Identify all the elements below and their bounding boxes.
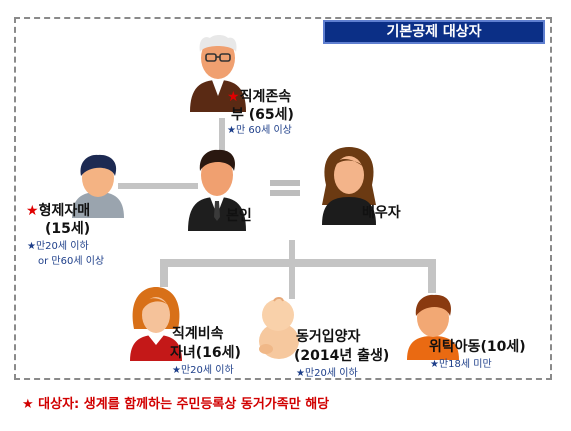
connector-child-drop bbox=[160, 259, 168, 287]
sibling-age: (15세) bbox=[45, 221, 91, 237]
required-star: ★ bbox=[26, 203, 39, 219]
woman-icon bbox=[322, 147, 376, 225]
child-condition: ★만20세 이하 bbox=[172, 365, 234, 376]
diagram-frame bbox=[14, 17, 552, 380]
self-label: 본인 bbox=[226, 208, 252, 224]
sibling-condition-2: or 만60세 이상 bbox=[38, 256, 105, 267]
spouse-label: 배우자 bbox=[362, 205, 401, 221]
child-label: 직계비속 bbox=[172, 326, 224, 342]
spouse-equals-bar-bottom bbox=[270, 190, 300, 196]
diagram-title: 기본공제 대상자 bbox=[323, 20, 545, 44]
parent-condition: ★만 60세 이상 bbox=[227, 125, 292, 136]
foster-condition: ★만18세 미만 bbox=[430, 359, 492, 370]
girl-icon bbox=[130, 287, 182, 361]
connector-adopted-drop bbox=[289, 259, 295, 299]
footer-note: ★ 대상자: 생계를 함께하는 주민등록상 동거가족만 해당 bbox=[22, 397, 330, 412]
parent-label: ★직계존속 bbox=[227, 89, 292, 105]
baby-icon bbox=[259, 297, 299, 359]
adopted-age: (2014년 출생) bbox=[294, 348, 390, 364]
businessman-icon bbox=[188, 149, 246, 231]
connector-foster-drop bbox=[428, 259, 436, 293]
sibling-label: ★형제자매 bbox=[26, 203, 91, 219]
child-age: 자녀(16세) bbox=[170, 345, 241, 361]
spouse-equals-bar-top bbox=[270, 180, 300, 186]
boy-icon bbox=[72, 154, 124, 218]
elderly-man-icon bbox=[190, 35, 246, 112]
child-icon bbox=[407, 294, 459, 360]
adopted-label: 동거입양자 bbox=[296, 329, 361, 345]
connector-children-horizontal bbox=[160, 259, 436, 267]
foster-label: 위탁아동(10세) bbox=[429, 339, 526, 355]
parent-age: 부 (65세) bbox=[231, 107, 294, 123]
adopted-condition: ★만20세 이하 bbox=[296, 368, 358, 379]
connector-sibling-self bbox=[118, 183, 198, 189]
sibling-condition-1: ★만20세 이하 bbox=[27, 241, 89, 252]
required-star: ★ bbox=[227, 89, 240, 105]
connector-parent-self bbox=[219, 118, 225, 156]
connector-couple-children-vertical bbox=[289, 240, 295, 264]
